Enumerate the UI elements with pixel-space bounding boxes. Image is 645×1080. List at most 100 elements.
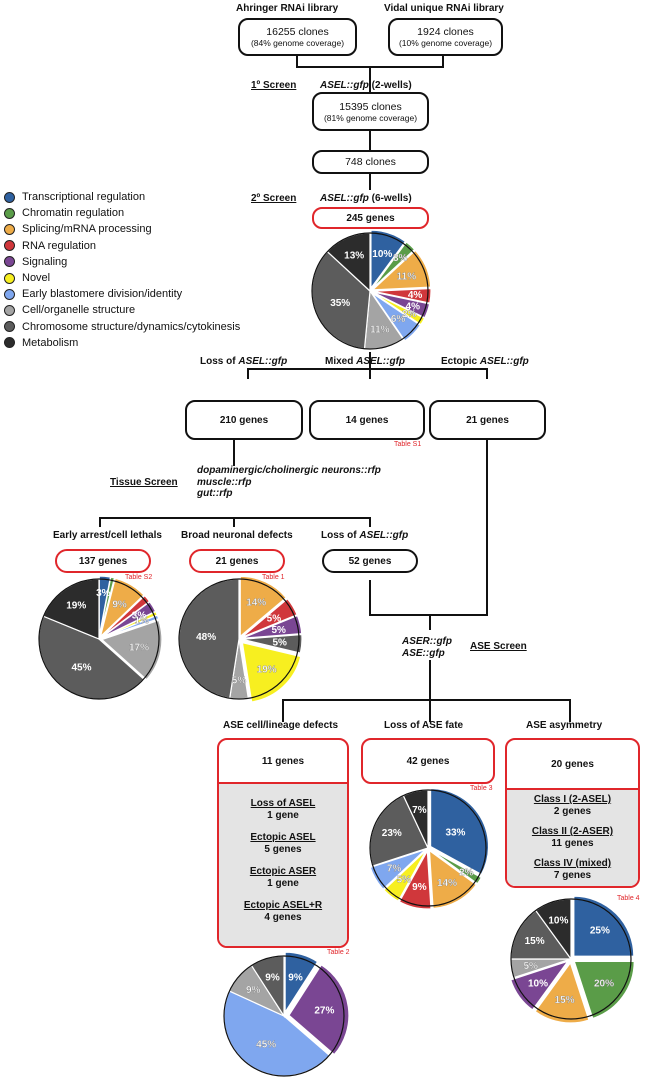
pie-slice-label: 14% bbox=[437, 878, 457, 889]
lineage-subgroup: Ectopic ASEL+R 4 genes bbox=[219, 900, 347, 924]
pie-slice bbox=[372, 287, 432, 304]
ase-asym-header: 20 genes bbox=[507, 740, 638, 790]
pie-slice bbox=[428, 849, 478, 910]
broad-neuronal-genes: 21 genes bbox=[215, 555, 259, 567]
ase-asym-title: ASE asymmetry bbox=[526, 720, 603, 731]
screen1-after-box: 748 clones bbox=[312, 150, 429, 174]
lineage-subgroup-name: Ectopic ASEL+R bbox=[243, 900, 323, 911]
pie-slice-label: 3% bbox=[393, 253, 408, 264]
tissue-marker-neurons: dopaminergic/cholinergic neurons::rfp bbox=[197, 465, 381, 476]
legend-item: Transcriptional regulation bbox=[4, 189, 240, 205]
pie-outline bbox=[369, 789, 487, 907]
tissue-loss-title: Loss of ASEL::gfp bbox=[321, 530, 408, 541]
loss-category-genes: 210 genes bbox=[219, 414, 269, 426]
table-4-ref: Table 4 bbox=[617, 895, 640, 902]
legend-swatch bbox=[4, 321, 15, 333]
legend-item: Chromosome structure/dynamics/cytokinesi… bbox=[4, 319, 240, 335]
ase-lineage-title: ASE cell/lineage defects bbox=[223, 720, 339, 731]
tissue-loss-prefix: Loss of bbox=[321, 530, 360, 541]
pie-slice-label: 13% bbox=[344, 250, 364, 261]
screen1-after-clones: 748 clones bbox=[345, 156, 396, 168]
legend-item: Splicing/mRNA processing bbox=[4, 221, 240, 237]
pie-slice-label: 27% bbox=[314, 1006, 334, 1017]
vidal-library-box: 1924 clones (10% genome coverage) bbox=[388, 18, 503, 56]
pie-slice-label: 10% bbox=[548, 916, 568, 927]
tissue-marker-muscle: muscle::rfp bbox=[197, 476, 252, 488]
pie-slice bbox=[288, 963, 350, 1056]
vidal-library-title: Vidal unique RNAi library bbox=[384, 3, 504, 14]
ahringer-coverage: (84% genome coverage) bbox=[250, 38, 345, 48]
pie-slice-label: 3% bbox=[96, 588, 111, 599]
pie-slice-label: 7% bbox=[387, 864, 402, 875]
pie-slice bbox=[430, 849, 483, 885]
pie-outline bbox=[38, 578, 160, 700]
pie-slice bbox=[371, 249, 432, 291]
legend-swatch bbox=[4, 191, 15, 203]
pie-slice-label: 10% bbox=[372, 249, 392, 260]
legend-item: RNA regulation bbox=[4, 238, 240, 254]
pie-slice bbox=[241, 614, 303, 639]
table-s2-ref: Table S2 bbox=[125, 574, 153, 581]
broad-neuronal-genes-box: 21 genes bbox=[189, 549, 285, 573]
asym-subgroup-genes: 11 genes bbox=[551, 838, 594, 849]
ahringer-library-title: Ahringer RNAi library bbox=[236, 3, 339, 14]
ectopic-category-prefix: Ectopic bbox=[441, 356, 480, 367]
pie-slice-label: 45% bbox=[71, 662, 91, 673]
legend-swatch bbox=[4, 256, 15, 268]
loss-category-title: Loss of ASEL::gfp bbox=[200, 356, 287, 367]
pie-slice bbox=[383, 849, 427, 903]
pie-screen2: 10%3%11%4%4%2%6%11%35%13% bbox=[311, 229, 432, 350]
legend-label: Early blastomere division/identity bbox=[22, 288, 183, 301]
tissue-screen-markers: dopaminergic/cholinergic neurons::rfp mu… bbox=[197, 465, 381, 500]
legend-label: Transcriptional regulation bbox=[22, 191, 146, 203]
screen2-label: 2º Screen bbox=[251, 193, 297, 204]
screen1-clones-box: 15395 clones (81% genome coverage) bbox=[312, 92, 429, 131]
pie-slice-label: 33% bbox=[445, 827, 465, 838]
pie-outline bbox=[311, 232, 429, 350]
legend-swatch bbox=[4, 224, 15, 235]
pie-slice-label: 20% bbox=[594, 978, 614, 989]
pie-slice-label: 9% bbox=[288, 972, 303, 983]
screen1-label: 1º Screen bbox=[251, 80, 297, 91]
pie-slice bbox=[241, 597, 298, 639]
legend-item: Novel bbox=[4, 270, 240, 286]
broad-neuronal-title: Broad neuronal defects bbox=[181, 530, 293, 541]
asym-subgroup-name: Class IV (mixed) bbox=[533, 858, 612, 869]
ase-lineage-box: 11 genes Loss of ASEL 1 gene Ectopic ASE… bbox=[217, 738, 349, 948]
mixed-category-box: 14 genes bbox=[309, 400, 425, 440]
ase-reporter-aser: ASER::gfp bbox=[402, 636, 452, 647]
screen2-genes: 245 genes bbox=[346, 212, 395, 224]
screen1-coverage: (81% genome coverage) bbox=[323, 112, 418, 123]
legend-label: Metabolism bbox=[22, 336, 79, 349]
vidal-coverage: (10% genome coverage) bbox=[398, 38, 493, 48]
ahringer-library-box: 16255 clones (84% genome coverage) bbox=[238, 18, 357, 56]
pie-slice-label: 11% bbox=[370, 325, 390, 336]
ase-asym-box: 20 genes Class I (2-ASEL) 2 genes Class … bbox=[505, 738, 640, 888]
screen1-reporter: ASEL::gfp (2-wells) bbox=[320, 80, 412, 91]
legend-swatch bbox=[4, 305, 15, 317]
pie-slice bbox=[573, 895, 635, 957]
asym-subgroup-name: Class II (2-ASER) bbox=[531, 826, 614, 837]
pie-slice bbox=[534, 961, 590, 1024]
lineage-subgroup: Loss of ASEL 1 gene bbox=[219, 798, 347, 822]
lineage-subgroup-genes: 1 gene bbox=[267, 810, 299, 821]
pie-slice-label: 4% bbox=[406, 301, 421, 312]
pie-slice bbox=[369, 848, 426, 891]
legend-swatch bbox=[4, 288, 15, 300]
screen2-wells: (6-wells) bbox=[371, 193, 412, 204]
legend-item: Cell/organelle structure bbox=[4, 302, 240, 318]
mixed-category-reporter: ASEL::gfp bbox=[356, 356, 406, 367]
vidal-clones: 1924 clones bbox=[417, 26, 474, 38]
pie-ase-lineage: 9%27%45%9%9% bbox=[223, 951, 350, 1077]
lineage-subgroup-genes: 4 genes bbox=[264, 912, 302, 923]
lineage-subgroup-name: Ectopic ASEL bbox=[250, 832, 316, 843]
screen1-clones: 15395 clones bbox=[339, 100, 402, 113]
pie-slice-label: 48% bbox=[196, 632, 216, 643]
pie-slice bbox=[101, 614, 160, 639]
asym-subgroup-genes: 2 genes bbox=[553, 806, 592, 817]
pie-slice bbox=[370, 229, 407, 290]
tissue-marker-gut: gut::rfp bbox=[197, 488, 233, 499]
asym-subgroup-genes: 7 genes bbox=[553, 870, 592, 881]
